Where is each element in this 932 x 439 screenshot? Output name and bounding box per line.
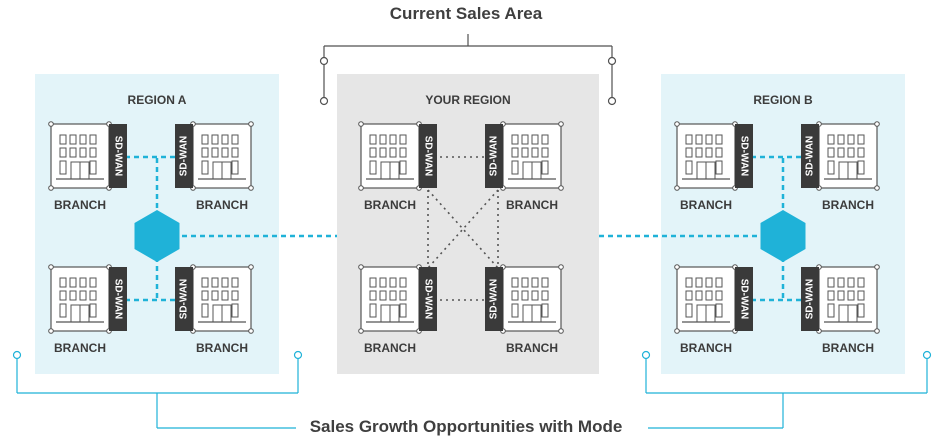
sdwan-device: SD-WAN: [735, 124, 753, 188]
region-b-unit-top-right: BRANCH: [822, 198, 874, 212]
building-icon: [358, 121, 422, 191]
building-icon: [816, 264, 880, 334]
branch-label: BRANCH: [196, 198, 248, 212]
sdwan-label: SD-WAN: [739, 136, 750, 177]
sdwan-label: SD-WAN: [113, 279, 124, 320]
sdwan-label: SD-WAN: [489, 279, 500, 320]
building-icon: [358, 264, 422, 334]
branch-label: BRANCH: [506, 341, 558, 355]
sdwan-device: SD-WAN: [175, 124, 193, 188]
building-icon: [674, 121, 738, 191]
branch-label: BRANCH: [822, 341, 874, 355]
your-region-unit-bottom-left: BRANCH: [364, 341, 416, 355]
top-bracket: [319, 34, 617, 106]
region-b-unit-bottom-left: BRANCH: [680, 341, 732, 355]
region-a-hub-icon: [134, 210, 180, 262]
sdwan-label: SD-WAN: [113, 136, 124, 177]
sdwan-label: SD-WAN: [423, 279, 434, 320]
region-b-unit-top-left: BRANCH: [680, 198, 732, 212]
region-a-unit-bottom-left: BRANCH: [54, 341, 106, 355]
building-icon: [190, 121, 254, 191]
sdwan-device: SD-WAN: [109, 124, 127, 188]
sdwan-device: SD-WAN: [175, 267, 193, 331]
your-region-unit-top-right: BRANCH: [506, 198, 558, 212]
building-icon: [190, 264, 254, 334]
sdwan-device: SD-WAN: [801, 267, 819, 331]
region-a-unit-top-left: BRANCH: [54, 198, 106, 212]
sdwan-device: SD-WAN: [109, 267, 127, 331]
building-icon: [500, 264, 564, 334]
region-a-unit-bottom-right: BRANCH: [196, 341, 248, 355]
sdwan-device: SD-WAN: [419, 267, 437, 331]
building-icon: [674, 264, 738, 334]
current-sales-area-title: Current Sales Area: [389, 4, 543, 23]
branch-label: BRANCH: [680, 198, 732, 212]
building-icon: [816, 121, 880, 191]
bottom-bracket: [12, 350, 932, 429]
branch-label: BRANCH: [680, 341, 732, 355]
sdwan-label: SD-WAN: [423, 136, 434, 177]
sdwan-label: SD-WAN: [739, 279, 750, 320]
sdwan-label: SD-WAN: [805, 136, 816, 177]
sdwan-device: SD-WAN: [485, 124, 503, 188]
sales-growth-title-text: Sales Growth Opportunities with Mode: [301, 417, 631, 436]
region-b-hub-icon: [760, 210, 806, 262]
your-region-unit-top-left: BRANCH: [364, 198, 416, 212]
branch-label: BRANCH: [364, 198, 416, 212]
branch-label: BRANCH: [54, 198, 106, 212]
sdwan-device: SD-WAN: [735, 267, 753, 331]
branch-label: BRANCH: [54, 341, 106, 355]
sdwan-label: SD-WAN: [179, 279, 190, 320]
branch-label: BRANCH: [364, 341, 416, 355]
region-b-unit-bottom-right: BRANCH: [822, 341, 874, 355]
region-b-label: REGION B: [753, 93, 813, 107]
sdwan-device: SD-WAN: [485, 267, 503, 331]
region-a-label: REGION A: [128, 93, 187, 107]
sdwan-label: SD-WAN: [489, 136, 500, 177]
branch-label: BRANCH: [506, 198, 558, 212]
sdwan-label: SD-WAN: [805, 279, 816, 320]
building-icon: [48, 264, 112, 334]
building-icon: [48, 121, 112, 191]
sales-growth-title: Sales Growth Opportunities with Mode: [0, 417, 932, 437]
building-icon: [500, 121, 564, 191]
branch-label: BRANCH: [196, 341, 248, 355]
sdwan-device: SD-WAN: [801, 124, 819, 188]
region-a-unit-top-right: BRANCH: [196, 198, 248, 212]
your-region-label: YOUR REGION: [425, 93, 510, 107]
your-region-unit-bottom-right: BRANCH: [506, 341, 558, 355]
sdwan-device: SD-WAN: [419, 124, 437, 188]
sdwan-label: SD-WAN: [179, 136, 190, 177]
branch-label: BRANCH: [822, 198, 874, 212]
